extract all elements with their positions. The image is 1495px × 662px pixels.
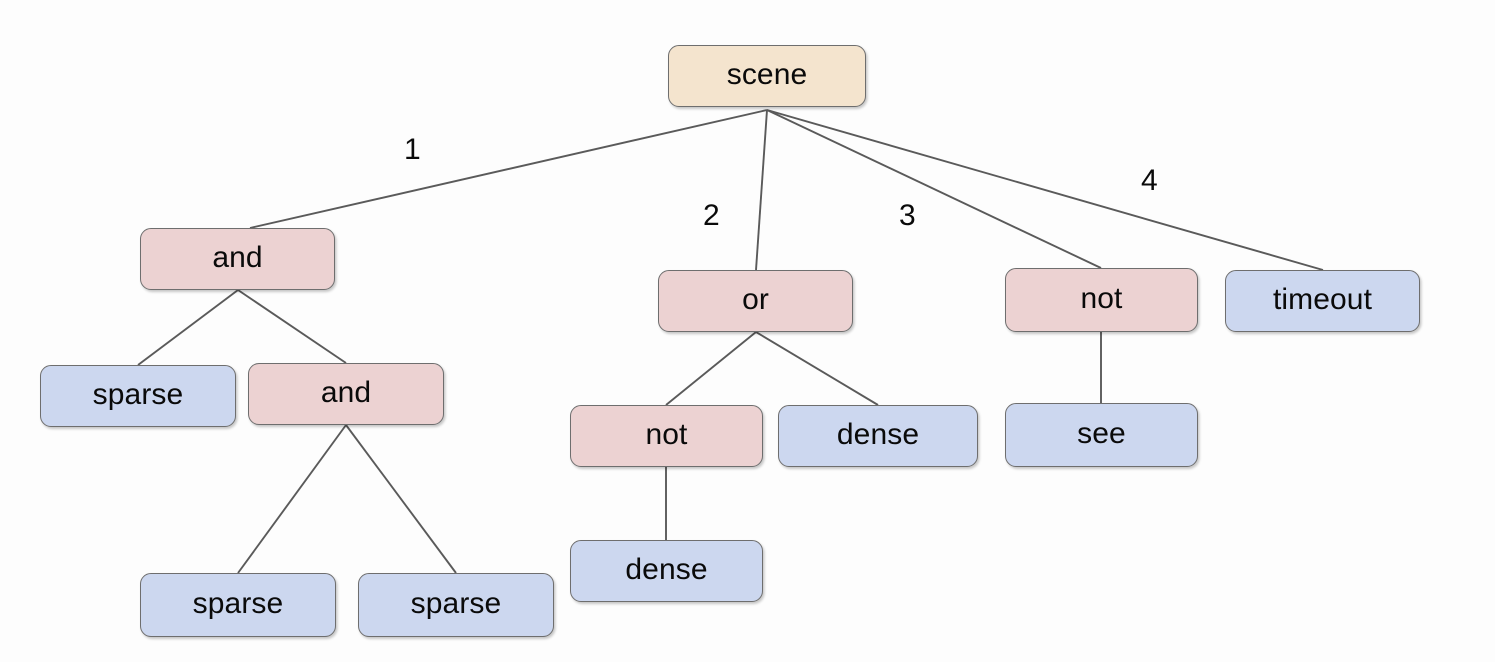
edge-label-2: 2	[703, 199, 720, 232]
node-scene[interactable]: scene	[668, 45, 866, 107]
node-timeout1[interactable]: timeout	[1225, 270, 1420, 332]
node-label: not	[1080, 282, 1123, 315]
node-label: sparse	[92, 378, 184, 411]
node-dense1[interactable]: dense	[778, 405, 978, 467]
edge-scene-to-or1	[755, 109, 768, 271]
edge-label-1: 1	[404, 133, 421, 166]
node-not1[interactable]: not	[1005, 268, 1198, 332]
node-sparse2[interactable]: sparse	[140, 573, 336, 637]
node-label: sparse	[410, 587, 502, 620]
node-label: or	[742, 283, 769, 316]
node-label: timeout	[1272, 283, 1373, 316]
edge-scene-to-and1	[249, 109, 768, 229]
edge-scene-to-timeout1	[766, 109, 1324, 271]
node-label: and	[212, 241, 263, 274]
node-and2[interactable]: and	[248, 363, 444, 425]
node-label: see	[1077, 417, 1126, 450]
node-label: not	[645, 418, 688, 451]
edge-and1-to-and2	[237, 289, 347, 364]
edge-label-4: 4	[1141, 164, 1158, 197]
node-label: scene	[726, 58, 808, 91]
edge-label-3: 3	[899, 199, 916, 232]
edge-or1-to-not2	[665, 331, 757, 406]
node-see1[interactable]: see	[1005, 403, 1198, 467]
node-not2[interactable]: not	[570, 405, 763, 467]
node-sparse3[interactable]: sparse	[358, 573, 554, 637]
edge-and2-to-sparse3	[345, 424, 457, 574]
node-label: sparse	[192, 587, 284, 620]
edge-scene-to-not1	[766, 109, 1102, 269]
node-or1[interactable]: or	[658, 270, 853, 332]
node-label: dense	[836, 418, 920, 451]
node-dense2[interactable]: dense	[570, 540, 763, 602]
node-and1[interactable]: and	[140, 228, 335, 290]
node-label: dense	[625, 553, 708, 586]
edge-or1-to-dense1	[755, 331, 879, 406]
edge-and1-to-sparse1	[137, 289, 239, 366]
node-label: and	[320, 376, 372, 409]
edge-and2-to-sparse2	[237, 424, 347, 574]
node-sparse1[interactable]: sparse	[40, 365, 236, 427]
